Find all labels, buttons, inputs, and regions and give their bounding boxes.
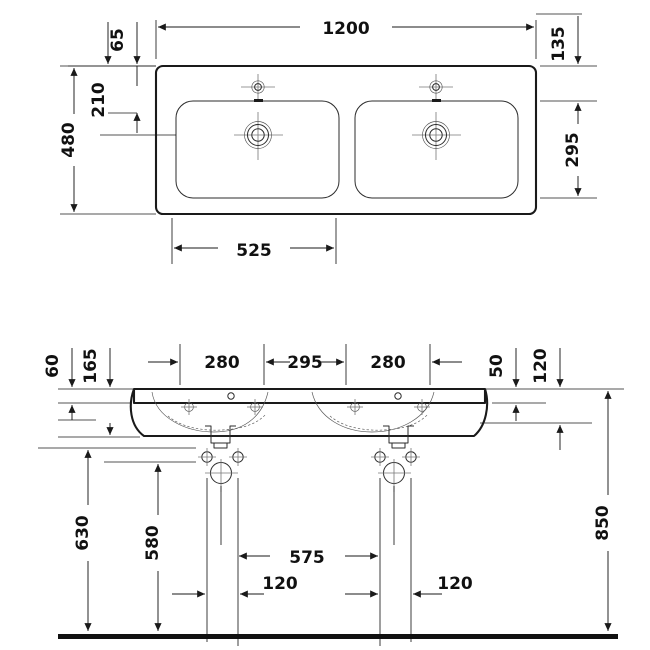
dim-elev-630: 630 <box>72 450 102 631</box>
plan-view: 1200 135 65 210 <box>59 13 597 264</box>
dim-plan-overall-depth: 480 <box>59 65 156 215</box>
dim-elev-120-top: 120 <box>531 348 564 450</box>
elevation-right-connections <box>371 448 420 492</box>
dim-label-295-center: 295 <box>287 353 323 373</box>
elevation-right-bowl-underside <box>311 391 435 433</box>
dim-plan-right-offset: 135 <box>536 13 597 67</box>
dim-label-630: 630 <box>73 515 93 551</box>
plan-right-fittings <box>412 74 461 160</box>
dim-label-580: 580 <box>143 525 163 561</box>
plan-left-bowl <box>175 100 340 199</box>
elevation-right-waste-spigot <box>383 425 414 449</box>
dim-elev-280-right: 280 <box>370 353 462 373</box>
elevation-left-bowl-underside <box>151 391 269 433</box>
elevation-rim-slab <box>132 387 487 405</box>
elevation-view: 280 295 280 60 165 <box>38 344 624 646</box>
dim-plan-bowl-depth: 295 <box>540 100 597 199</box>
dim-plan-overall-width: 1200 <box>155 14 537 59</box>
dim-label-480: 480 <box>59 122 79 158</box>
plan-left-waste-ring-outer <box>244 121 272 149</box>
dim-label-120-left: 120 <box>262 574 298 594</box>
dim-elev-60: 60 <box>43 348 96 421</box>
elevation-left-bowl-hidden <box>167 413 267 431</box>
dim-label-280-right: 280 <box>370 353 406 373</box>
plan-left-tap-hole <box>254 83 262 91</box>
plan-left-fittings <box>234 74 283 160</box>
elevation-mount-marks <box>181 399 430 415</box>
elevation-right-bowl-hidden <box>329 413 429 431</box>
dim-label-280-left: 280 <box>204 353 240 373</box>
dim-label-120-top: 120 <box>531 348 551 384</box>
plan-left-waste <box>251 128 265 142</box>
dim-label-120-right: 120 <box>437 574 473 594</box>
elevation-body-profile <box>129 388 489 438</box>
dim-elev-120-right: 120 <box>345 574 473 598</box>
floor-line <box>58 634 618 639</box>
plan-right-tap-hole-outer <box>429 80 443 94</box>
dim-label-210: 210 <box>89 82 109 118</box>
dim-elev-50: 50 <box>487 348 520 421</box>
dim-label-575: 575 <box>289 548 325 568</box>
plan-right-tap-hole <box>432 83 440 91</box>
dim-label-65: 65 <box>108 28 128 52</box>
dim-label-50: 50 <box>487 354 507 378</box>
dim-label-850: 850 <box>593 505 613 541</box>
dim-label-525: 525 <box>236 241 272 261</box>
dim-label-1200: 1200 <box>322 19 369 39</box>
elevation-right-taphole <box>394 392 402 400</box>
plan-left-overflow <box>254 99 263 102</box>
dim-elev-580: 580 <box>142 464 172 631</box>
plan-right-waste-ring <box>425 124 447 146</box>
dim-elev-120-left: 120 <box>172 574 298 598</box>
dim-elev-165: 165 <box>81 348 114 435</box>
dim-elev-850: 850 <box>592 391 622 631</box>
plan-basin-outer-outline <box>154 64 538 216</box>
dim-plan-edge-to-bowl: 210 <box>89 66 176 136</box>
dim-label-165: 165 <box>81 348 101 384</box>
plan-right-waste <box>429 128 443 142</box>
dim-plan-center-spacing: 525 <box>171 218 337 264</box>
plan-right-bowl <box>354 100 519 199</box>
dim-elev-280-left: 280 <box>148 353 240 373</box>
elevation-left-connections <box>198 448 247 492</box>
dim-label-60: 60 <box>43 354 63 378</box>
plan-left-waste-ring <box>247 124 269 146</box>
elevation-left-waste-spigot <box>205 425 236 449</box>
dim-label-295: 295 <box>563 132 583 168</box>
plan-left-tap-hole-outer <box>251 80 265 94</box>
plan-right-overflow <box>432 99 441 102</box>
elevation-left-taphole <box>227 392 235 400</box>
dim-plan-edge-to-taphole: 65 <box>68 22 156 67</box>
dim-label-135: 135 <box>549 26 569 62</box>
dim-elev-575: 575 <box>239 548 378 568</box>
dim-elev-295-center: 295 <box>266 353 344 373</box>
plan-right-waste-ring-outer <box>422 121 450 149</box>
